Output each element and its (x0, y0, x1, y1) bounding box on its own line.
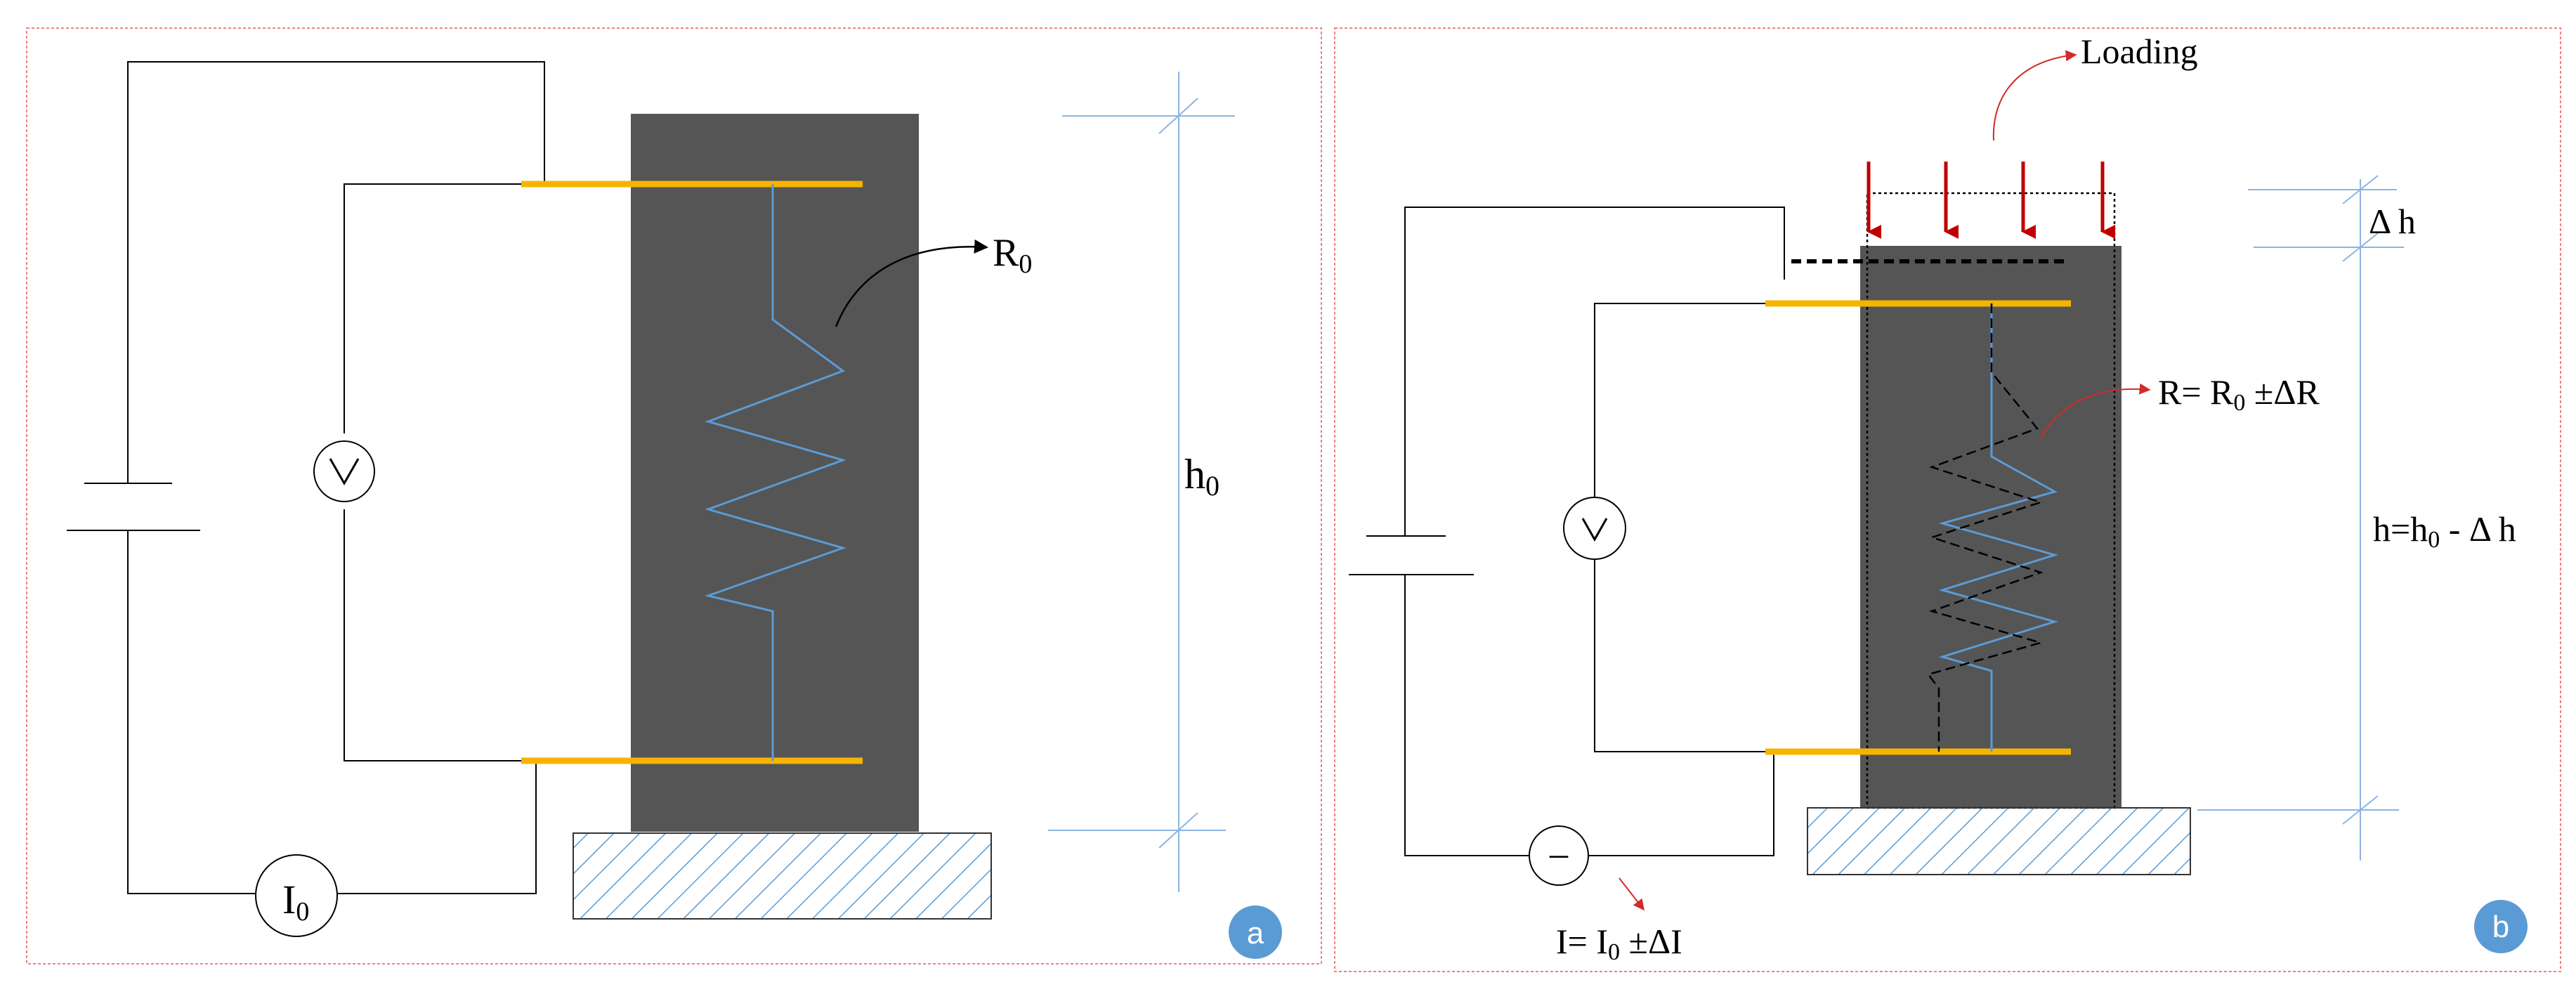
panel-a-badge (1229, 905, 1282, 959)
panel-a-frame (26, 27, 1322, 964)
voltmeter-circuit-wire (344, 183, 521, 761)
panel-b: – R= R0 ±ΔR Loading (1334, 27, 2561, 972)
battery-symbol-b (1349, 535, 1474, 575)
ammeter-symbol-b (1529, 825, 1589, 886)
deformed-resistor-symbol (1926, 303, 2044, 752)
load-arrows (1866, 162, 2115, 239)
voltmeter-v-glyph-b (1581, 518, 1608, 542)
panel-a-badge-text: a (1247, 916, 1264, 950)
battery-symbol (67, 483, 200, 531)
sample-block (631, 114, 919, 832)
ammeter-glyph-b: – (1549, 834, 1569, 874)
panel-b-badge-text: b (2492, 910, 2509, 944)
resistance-equation-b: R= R0 ±ΔR (2158, 372, 2320, 416)
ammeter-symbol (255, 854, 338, 937)
resistance-label: R0 (993, 231, 1032, 279)
height-label: h0 (1184, 451, 1220, 502)
delta-h-label: Δ h (2369, 202, 2416, 241)
current-pointer (1619, 877, 1645, 911)
voltmeter-v-glyph (329, 458, 360, 486)
base-plate (573, 832, 992, 920)
panel-a: I0 R0 h0 a (26, 27, 1322, 964)
loading-pointer (1992, 50, 2077, 141)
loading-label: Loading (2081, 32, 2198, 71)
voltmeter-symbol-b (1563, 497, 1626, 560)
current-equation: I= I0 ±ΔI (1556, 922, 1682, 965)
height-equation-b: h=h0 - Δ h (2373, 509, 2516, 553)
voltmeter-circuit-wire-b (1594, 303, 1765, 752)
panel-b-badge (2474, 900, 2528, 953)
resistance-pointer (835, 239, 988, 327)
voltmeter-symbol (313, 440, 375, 502)
height-dimension (1048, 72, 1235, 892)
height-dimension-b (2197, 175, 2404, 861)
base-plate-b (1807, 807, 2191, 875)
resistor-symbol (704, 184, 846, 761)
resistance-pointer-b (2040, 383, 2151, 440)
ammeter-label: I0 (282, 877, 309, 927)
panel-b-frame (1334, 27, 2561, 972)
